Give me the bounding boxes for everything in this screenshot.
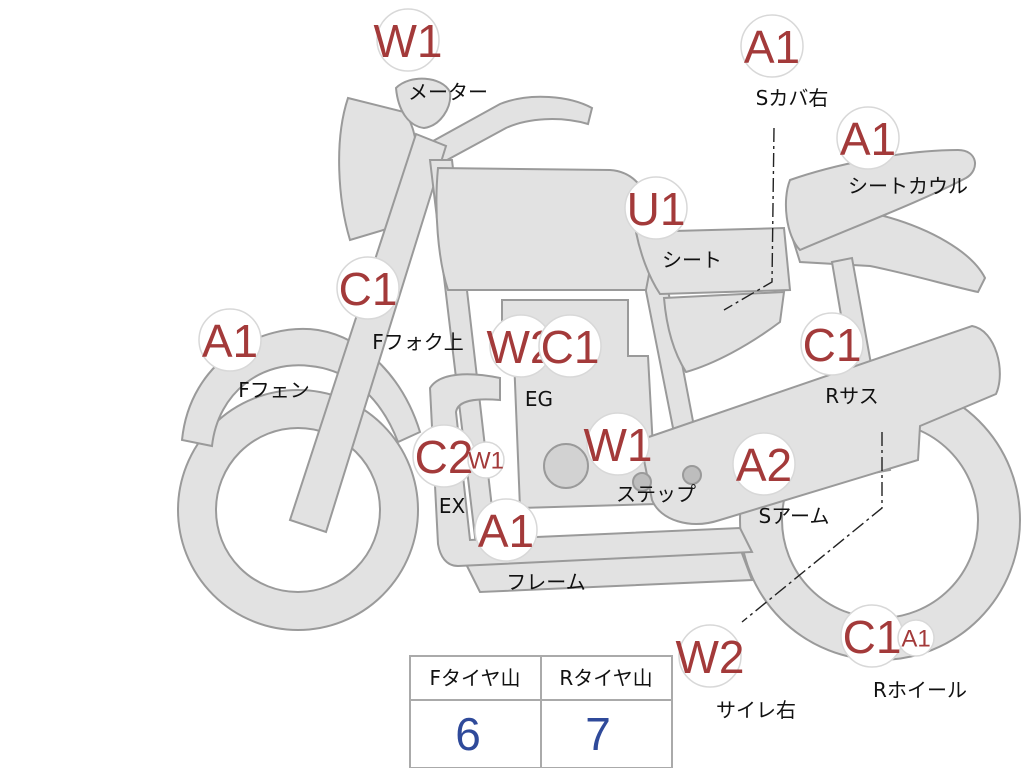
badge-code: C1 <box>803 319 862 371</box>
front-fork <box>288 132 448 534</box>
badge-rear-wheel-a1: A1 <box>897 619 935 657</box>
badge-side-cover-right: A1 <box>740 14 804 78</box>
badge-rear-wheel-c1: C1 <box>840 604 904 668</box>
part-label: シート <box>662 248 722 272</box>
rear-tire-header: Rタイヤ山 <box>559 666 652 690</box>
fuel-tank <box>435 166 656 291</box>
badge-code: A1 <box>840 113 896 165</box>
seat <box>634 226 792 296</box>
part-label: Fフォク上 <box>372 330 464 354</box>
meter <box>394 77 452 130</box>
part-label: フレーム <box>506 570 585 594</box>
part-label: Sアーム <box>759 504 830 528</box>
badge-engine-c1: C1 <box>538 314 602 378</box>
badge-code: U1 <box>627 183 686 235</box>
front-tire-header: Fタイヤ山 <box>430 666 521 690</box>
part-label: EX <box>439 494 466 518</box>
badge-code: W2 <box>676 631 745 683</box>
part-label: シートカウル <box>848 174 968 198</box>
badge-code: W1 <box>584 419 653 471</box>
side-cover <box>662 290 786 374</box>
part-label: Fフェン <box>238 378 310 402</box>
badge-code: C1 <box>843 611 902 663</box>
badge-exhaust-c2: C2 <box>412 424 476 488</box>
badge-exhaust-w1: W1 <box>467 441 505 479</box>
badge-code: A1 <box>744 21 800 73</box>
badge-code: C1 <box>339 263 398 315</box>
badge-front-fork-upper: C1 <box>336 256 400 320</box>
part-label: EG <box>525 387 553 411</box>
part-label: Rサス <box>825 384 879 408</box>
badge-seat-cowl: A1 <box>836 106 900 170</box>
exhaust-pipe <box>428 373 754 568</box>
badge-code: W1 <box>374 15 443 67</box>
badge-meter: W1 <box>374 8 443 72</box>
badge-rear-suspension: C1 <box>800 312 864 376</box>
part-label: Rホイール <box>873 678 967 702</box>
badge-silencer-right: W2 <box>676 624 745 688</box>
front-tire-value: 6 <box>455 708 481 760</box>
badge-front-fender: A1 <box>198 308 262 372</box>
badge-code: A2 <box>736 439 792 491</box>
badge-step: W1 <box>584 412 653 476</box>
badge-seat: U1 <box>624 176 688 240</box>
swing-arm <box>638 324 1001 525</box>
part-label: ステップ <box>616 482 696 506</box>
part-label: Sカバ右 <box>756 86 829 110</box>
handlebar <box>422 95 594 168</box>
badge-code: W1 <box>468 448 504 475</box>
rear-tire-value: 7 <box>585 708 611 760</box>
badge-swing-arm: A2 <box>732 432 796 496</box>
part-label: サイレ右 <box>716 698 796 722</box>
badge-code: C1 <box>541 321 600 373</box>
badge-code: C2 <box>415 431 474 483</box>
badge-code: A1 <box>202 315 258 367</box>
part-label: メーター <box>408 80 488 104</box>
badge-code: A1 <box>901 626 930 653</box>
badge-code: A1 <box>478 505 534 557</box>
badge-frame: A1 <box>474 498 538 562</box>
motorcycle-silhouette <box>177 77 1021 661</box>
tire-tread-table: Fタイヤ山 Rタイヤ山 6 7 <box>409 655 673 768</box>
leader-lines <box>723 127 883 623</box>
